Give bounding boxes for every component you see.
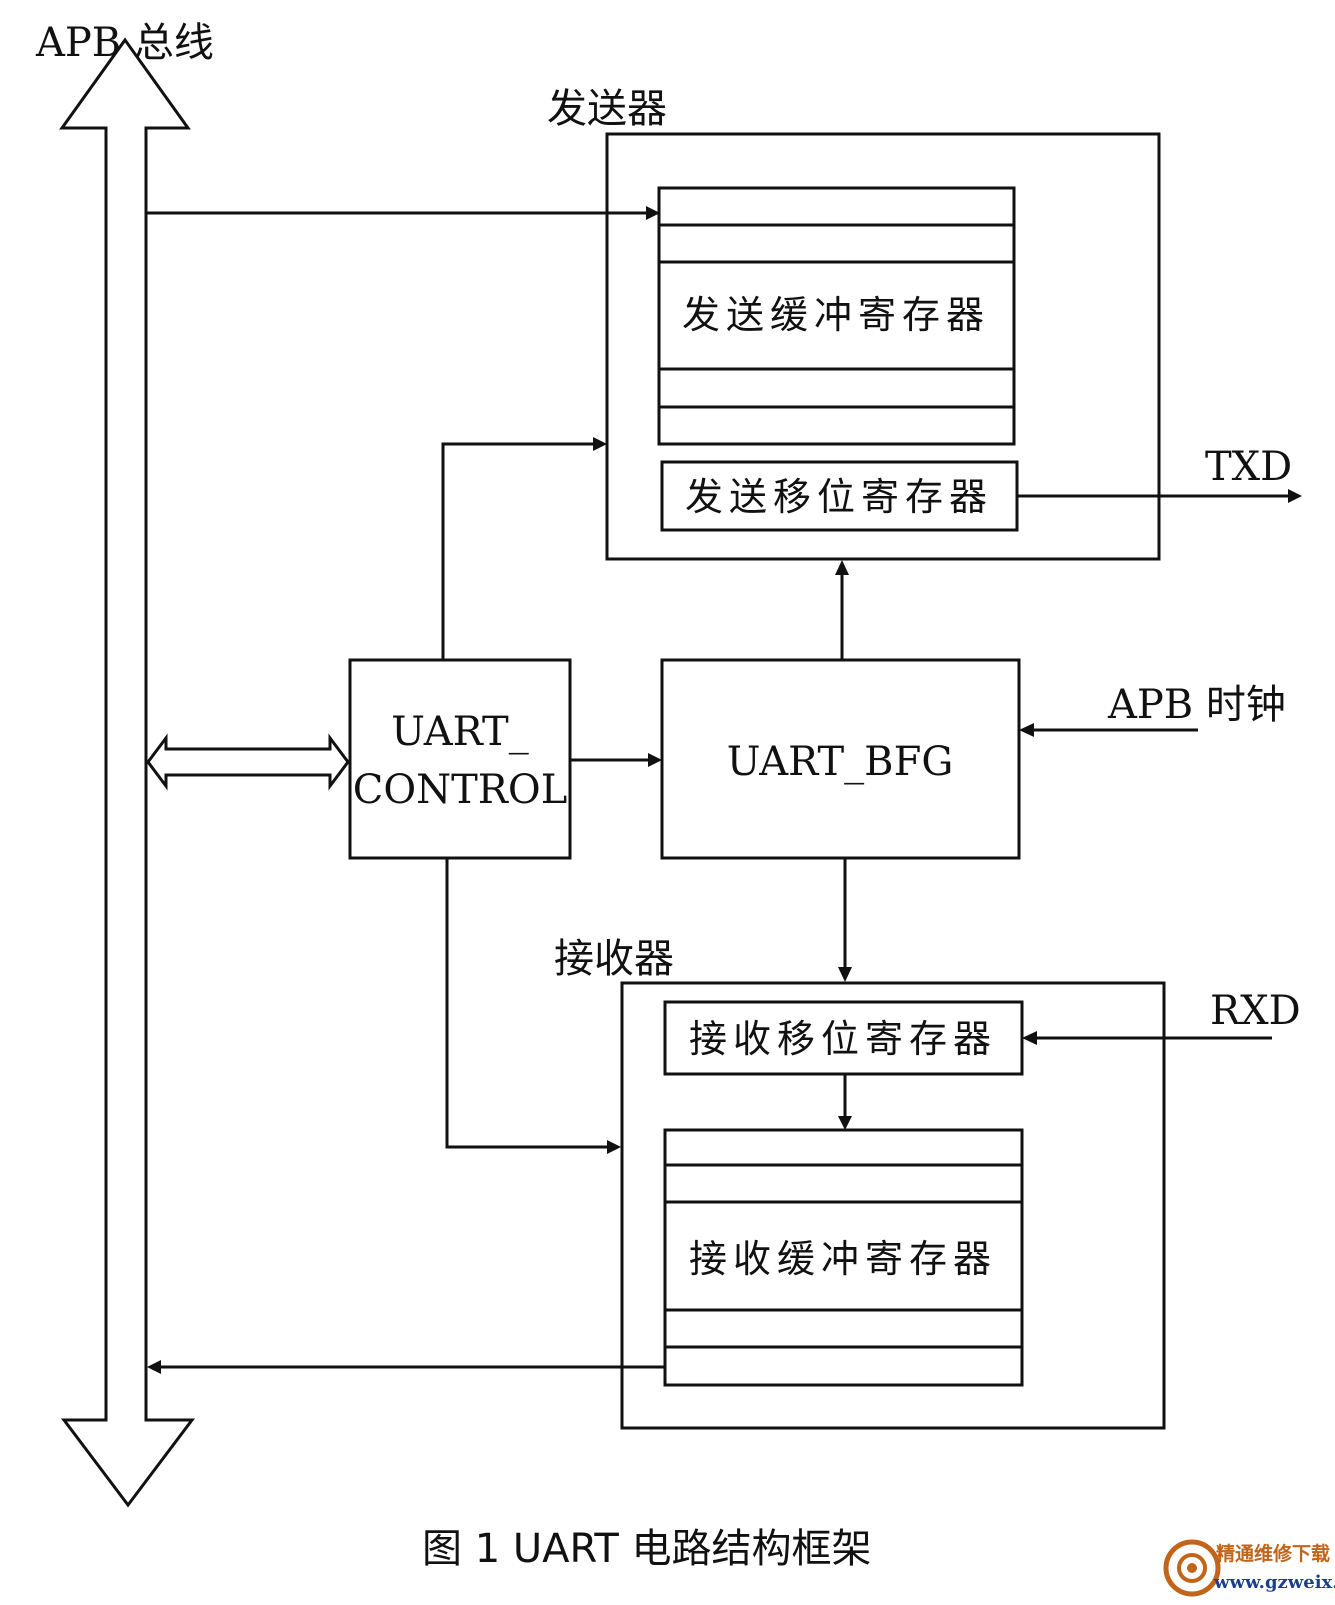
txd-arrowhead [1288,489,1302,503]
watermark-url: www.gzweix.com [1213,1572,1335,1593]
receive-shift-label: 接收移位寄存器 [689,1017,997,1061]
receive-buffer-label: 接收缓冲寄存器 [689,1237,997,1281]
receive-shift-register: 接收移位寄存器 [663,1000,1024,1076]
rx-buffer-to-bus-arrowhead [147,1360,161,1374]
transmitter-label: 发送器 [547,86,667,132]
watermark-name: 精通维修下载 [1216,1542,1330,1565]
uart-control-line1: UART_ [391,709,528,755]
control-to-receiver-line [445,858,608,1149]
txd-label: TXD [1205,444,1292,490]
control-to-transmitter-arrowhead [593,437,607,451]
receiver-label: 接收器 [554,936,674,982]
control-to-transmitter-line [441,442,594,660]
figure-caption: 图 1 UART 电路结构框架 [422,1526,872,1572]
control-to-bfg-arrowhead [648,753,662,767]
apb-clock-arrowhead [1019,723,1034,737]
bus-to-tx-buffer-arrowhead [646,206,660,220]
transmit-shift-label: 发送移位寄存器 [685,475,993,519]
shift-to-rx-buffer-arrowhead [838,1116,852,1130]
bfg-to-transmitter-arrowhead [835,560,849,575]
transmit-buffer-label: 发送缓冲寄存器 [682,293,990,337]
uart-control-line2: CONTROL [353,767,568,813]
receive-buffer-register: 接收缓冲寄存器 [663,1128,1024,1387]
apb-clock-label: APB 时钟 [1107,682,1286,728]
control-to-receiver-arrowhead [607,1140,621,1154]
rxd-arrowhead [1022,1031,1037,1045]
rxd-label: RXD [1210,988,1301,1034]
uart-control-block: UART_ CONTROL [348,658,572,860]
watermark-logo: 精通维修下载 www.gzweix.com [1163,1539,1335,1597]
uart-bfg-label: UART_BFG [727,739,954,785]
bus-control-bidir-arrow [146,733,350,791]
bfg-to-receiver-arrowhead [838,967,852,982]
uart-bfg-block: UART_BFG [660,658,1021,860]
apb-bus-arrow [59,37,196,1508]
transmit-buffer-register: 发送缓冲寄存器 [657,186,1016,446]
transmit-shift-register: 发送移位寄存器 [660,460,1019,532]
apb-bus-label: APB 总线 [35,20,214,66]
